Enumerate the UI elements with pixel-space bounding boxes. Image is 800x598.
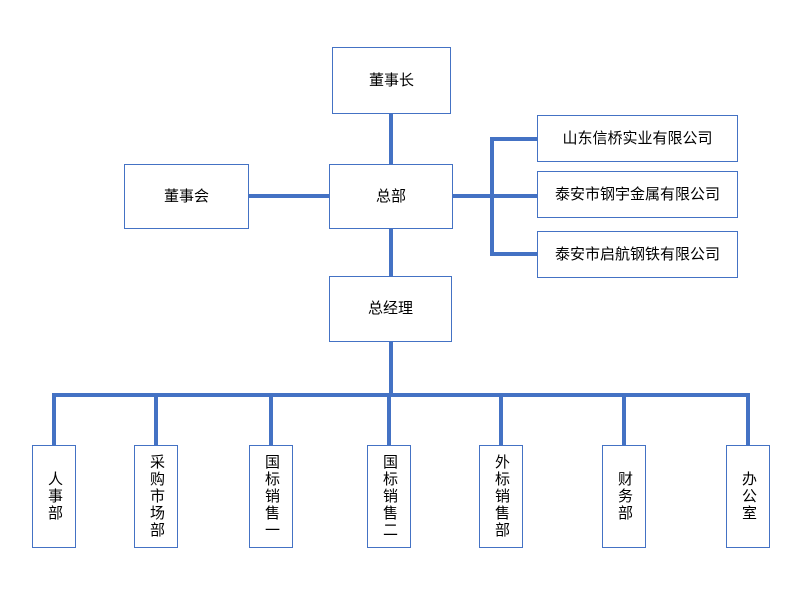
node-dept-national-sales-1-label: 国标销售一 [263, 454, 280, 539]
connector-chairman-headquarters [389, 114, 393, 164]
connector-headquarters-gm [389, 229, 393, 276]
node-chairman-label: 董事长 [368, 71, 414, 89]
connector-subsidiaries-bracket [490, 137, 494, 256]
node-subsidiary-3-label: 泰安市启航钢铁有限公司 [554, 245, 720, 263]
node-subsidiary-1-label: 山东信桥实业有限公司 [562, 129, 713, 147]
node-board-of-directors[interactable]: 董事会 [124, 164, 249, 229]
node-headquarters[interactable]: 总部 [329, 164, 453, 229]
connector-drop-dept-5 [499, 393, 503, 445]
node-dept-purchasing-market-label: 采购市场部 [148, 454, 165, 539]
node-board-of-directors-label: 董事会 [163, 187, 209, 205]
connector-stub-subsidiary-3 [490, 252, 537, 256]
node-dept-office-label: 办公室 [740, 471, 757, 522]
connector-headquarters-subsidiaries [453, 194, 537, 198]
connector-drop-dept-4 [387, 393, 391, 445]
connector-drop-dept-2 [154, 393, 158, 445]
node-subsidiary-3[interactable]: 泰安市启航钢铁有限公司 [537, 231, 738, 278]
connector-stub-subsidiary-1 [490, 137, 537, 141]
connector-board-headquarters [249, 194, 329, 198]
node-headquarters-label: 总部 [375, 187, 406, 205]
connector-drop-dept-6 [622, 393, 626, 445]
connector-gm-bus [389, 342, 393, 395]
connector-drop-dept-1 [52, 393, 56, 445]
node-general-manager[interactable]: 总经理 [329, 276, 452, 342]
node-subsidiary-1[interactable]: 山东信桥实业有限公司 [537, 115, 738, 162]
node-dept-national-sales-2[interactable]: 国标销售二 [367, 445, 411, 548]
node-dept-national-sales-1[interactable]: 国标销售一 [249, 445, 293, 548]
node-chairman[interactable]: 董事长 [332, 47, 451, 114]
connector-drop-dept-3 [269, 393, 273, 445]
node-general-manager-label: 总经理 [367, 300, 413, 317]
node-subsidiary-2[interactable]: 泰安市钢宇金属有限公司 [537, 171, 738, 218]
node-dept-purchasing-market[interactable]: 采购市场部 [134, 445, 178, 548]
node-dept-hr-label: 人事部 [46, 471, 63, 522]
node-subsidiary-2-label: 泰安市钢宇金属有限公司 [554, 185, 720, 203]
node-dept-finance[interactable]: 财务部 [602, 445, 646, 548]
node-dept-national-sales-2-label: 国标销售二 [381, 454, 398, 539]
node-dept-external-sales[interactable]: 外标销售部 [479, 445, 523, 548]
node-dept-finance-label: 财务部 [616, 471, 633, 522]
node-dept-external-sales-label: 外标销售部 [493, 454, 510, 539]
node-dept-office[interactable]: 办公室 [726, 445, 770, 548]
connector-departments-bus [52, 393, 750, 397]
node-dept-hr[interactable]: 人事部 [32, 445, 76, 548]
connector-drop-dept-7 [746, 393, 750, 445]
